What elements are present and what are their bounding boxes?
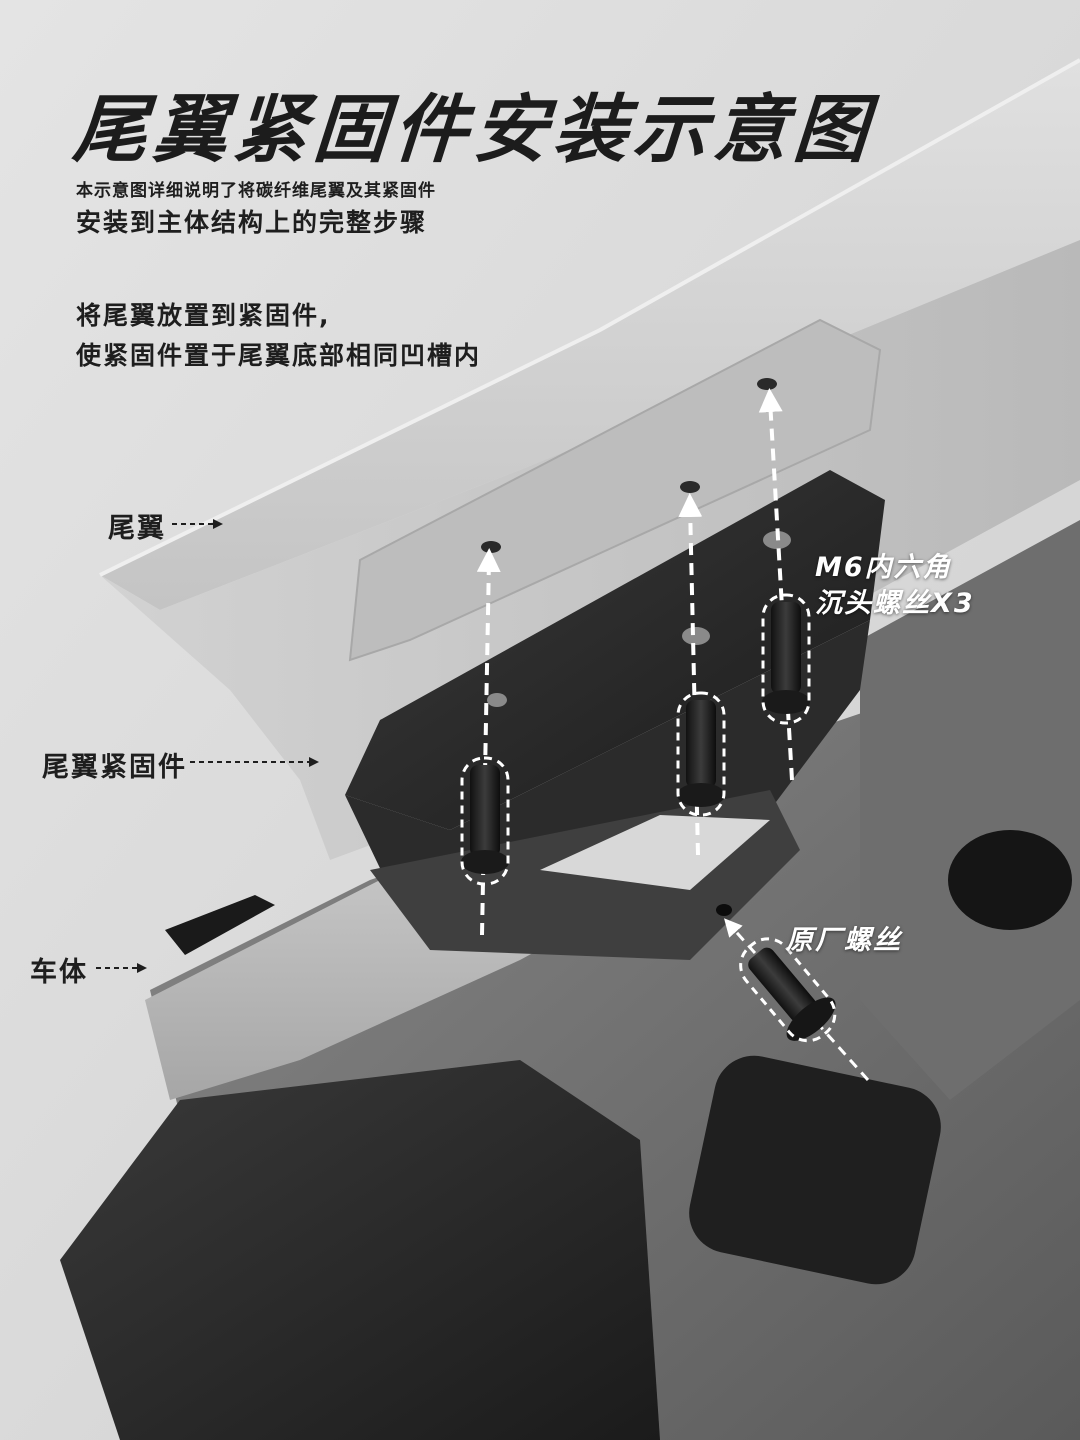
oem-screw [739, 937, 837, 1043]
label-oem-screw: 原厂螺丝 [786, 925, 902, 956]
wing-hole-1 [481, 541, 501, 553]
m6-screw-2 [676, 691, 726, 817]
wing-hole-3 [757, 378, 777, 390]
oem-hole [716, 904, 732, 916]
step-instruction: 将尾翼放置到紧固件, 使紧固件置于尾翼底部相同凹槽内 [76, 296, 481, 376]
m6-screw-3 [761, 593, 811, 725]
bracket-hole-1 [487, 693, 507, 707]
description-line-1: 本示意图详细说明了将碳纤维尾翼及其紧固件 [76, 181, 436, 201]
bracket-window [540, 815, 770, 890]
label-wing: 尾翼 [108, 513, 166, 544]
vehicle-clip [165, 895, 275, 955]
wing-edge-highlight [99, 58, 1080, 577]
vehicle-rubber-block [689, 1055, 941, 1285]
step-line-2: 使紧固件置于尾翼底部相同凹槽内 [76, 341, 482, 370]
vehicle-right-panel [860, 520, 1080, 1100]
wing-hole-2 [680, 481, 700, 493]
m6-screw-1 [460, 756, 510, 886]
bracket-top-face [345, 470, 885, 830]
vehicle-knob [948, 830, 1072, 930]
step-line-1: 将尾翼放置到紧固件, [76, 301, 331, 330]
vehicle-body-lower [60, 1060, 660, 1440]
label-m6-screws: M6内六角 沉头螺丝X3 [815, 550, 975, 622]
bracket-hole-2 [682, 627, 710, 645]
label-fastener: 尾翼紧固件 [42, 752, 187, 783]
wing-groove [348, 318, 882, 662]
guide-line-3 [758, 388, 794, 781]
description-line-2: 安装到主体结构上的完整步骤 [76, 208, 428, 237]
label-m6-line-1: M6内六角 [815, 552, 952, 583]
label-vehicle-body: 车体 [30, 957, 88, 988]
guide-line-2 [678, 493, 703, 856]
page-title: 尾翼紧固件安装示意图 [70, 87, 877, 173]
label-m6-line-2: 沉头螺丝X3 [815, 588, 975, 619]
